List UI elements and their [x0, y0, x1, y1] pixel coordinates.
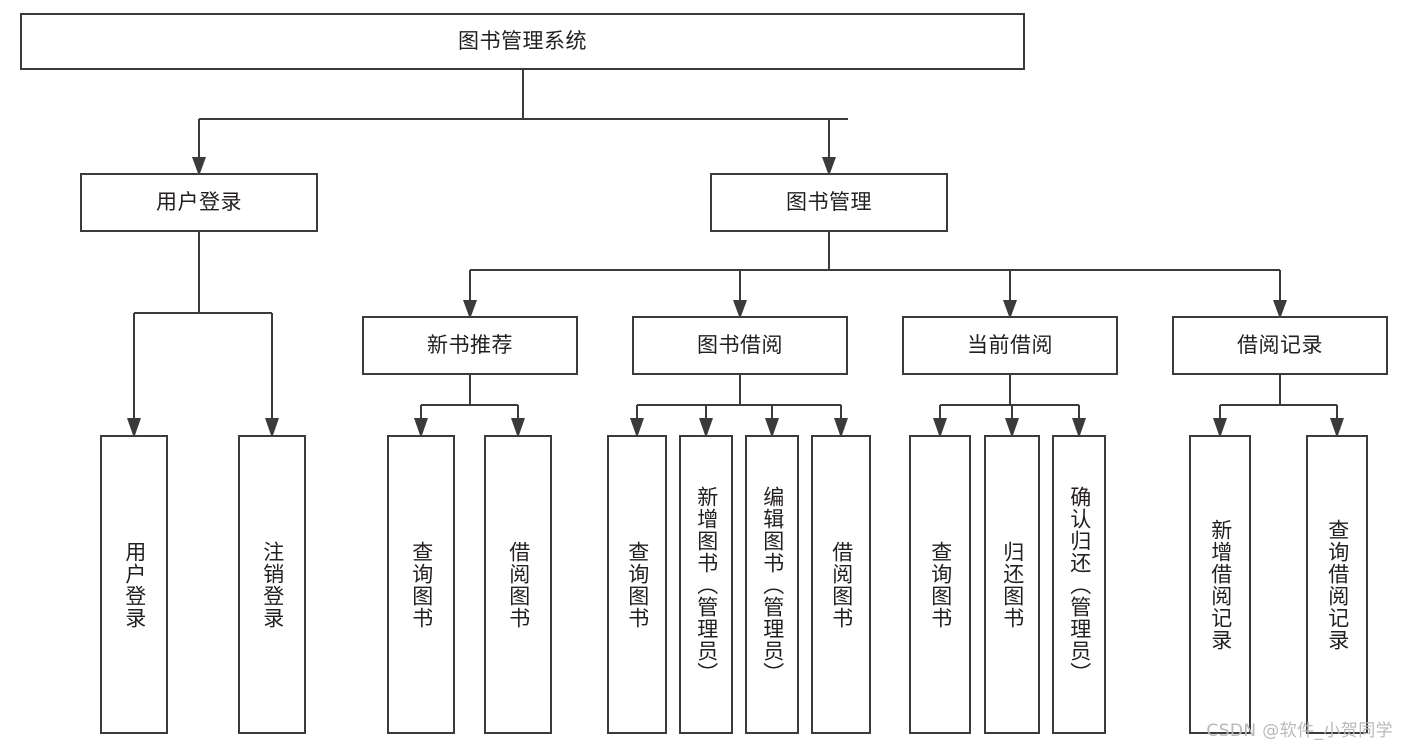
node-leaf-user-login[interactable]: 用户登录: [100, 435, 168, 734]
node-borrow-record-label: 借阅记录: [1237, 332, 1323, 357]
node-root-label: 图书管理系统: [458, 28, 587, 53]
node-leaf-query-book-2-label: 查询图书: [625, 540, 650, 629]
node-leaf-edit-book[interactable]: 编辑图书（管理员）: [745, 435, 799, 734]
node-leaf-query-book-1-label: 查询图书: [409, 540, 434, 629]
node-leaf-edit-book-label: 编辑图书（管理员）: [760, 485, 785, 684]
node-leaf-borrow-book-2-label: 借阅图书: [829, 540, 854, 629]
node-leaf-query-book-2[interactable]: 查询图书: [607, 435, 667, 734]
node-root[interactable]: 图书管理系统: [20, 13, 1025, 70]
node-new-book-recommend[interactable]: 新书推荐: [362, 316, 578, 375]
node-leaf-borrow-book-2[interactable]: 借阅图书: [811, 435, 871, 734]
node-leaf-user-login-label: 用户登录: [122, 540, 147, 629]
node-leaf-query-record-label: 查询借阅记录: [1325, 518, 1350, 651]
node-leaf-add-record[interactable]: 新增借阅记录: [1189, 435, 1251, 734]
node-borrow-record[interactable]: 借阅记录: [1172, 316, 1388, 375]
node-user-login[interactable]: 用户登录: [80, 173, 318, 232]
node-new-book-recommend-label: 新书推荐: [427, 332, 513, 357]
node-leaf-borrow-book-1[interactable]: 借阅图书: [484, 435, 552, 734]
node-current-borrow[interactable]: 当前借阅: [902, 316, 1118, 375]
node-leaf-query-book-1[interactable]: 查询图书: [387, 435, 455, 734]
node-leaf-confirm-return[interactable]: 确认归还（管理员）: [1052, 435, 1106, 734]
node-user-login-label: 用户登录: [156, 189, 242, 214]
node-book-manage-label: 图书管理: [786, 189, 872, 214]
arrowheads: [127, 157, 1344, 438]
node-current-borrow-label: 当前借阅: [967, 332, 1053, 357]
node-leaf-confirm-return-label: 确认归还（管理员）: [1067, 485, 1092, 684]
node-leaf-query-book-3[interactable]: 查询图书: [909, 435, 971, 734]
node-book-borrow-label: 图书借阅: [697, 332, 783, 357]
node-leaf-query-record[interactable]: 查询借阅记录: [1306, 435, 1368, 734]
node-leaf-add-book-label: 新增图书（管理员）: [694, 485, 719, 684]
node-leaf-return-book[interactable]: 归还图书: [984, 435, 1040, 734]
node-leaf-user-logout[interactable]: 注销登录: [238, 435, 306, 734]
node-leaf-borrow-book-1-label: 借阅图书: [506, 540, 531, 629]
node-book-manage[interactable]: 图书管理: [710, 173, 948, 232]
node-book-borrow[interactable]: 图书借阅: [632, 316, 848, 375]
node-leaf-add-book[interactable]: 新增图书（管理员）: [679, 435, 733, 734]
node-leaf-add-record-label: 新增借阅记录: [1208, 518, 1233, 651]
node-leaf-query-book-3-label: 查询图书: [928, 540, 953, 629]
node-leaf-return-book-label: 归还图书: [1000, 540, 1025, 629]
node-leaf-user-logout-label: 注销登录: [260, 540, 285, 629]
